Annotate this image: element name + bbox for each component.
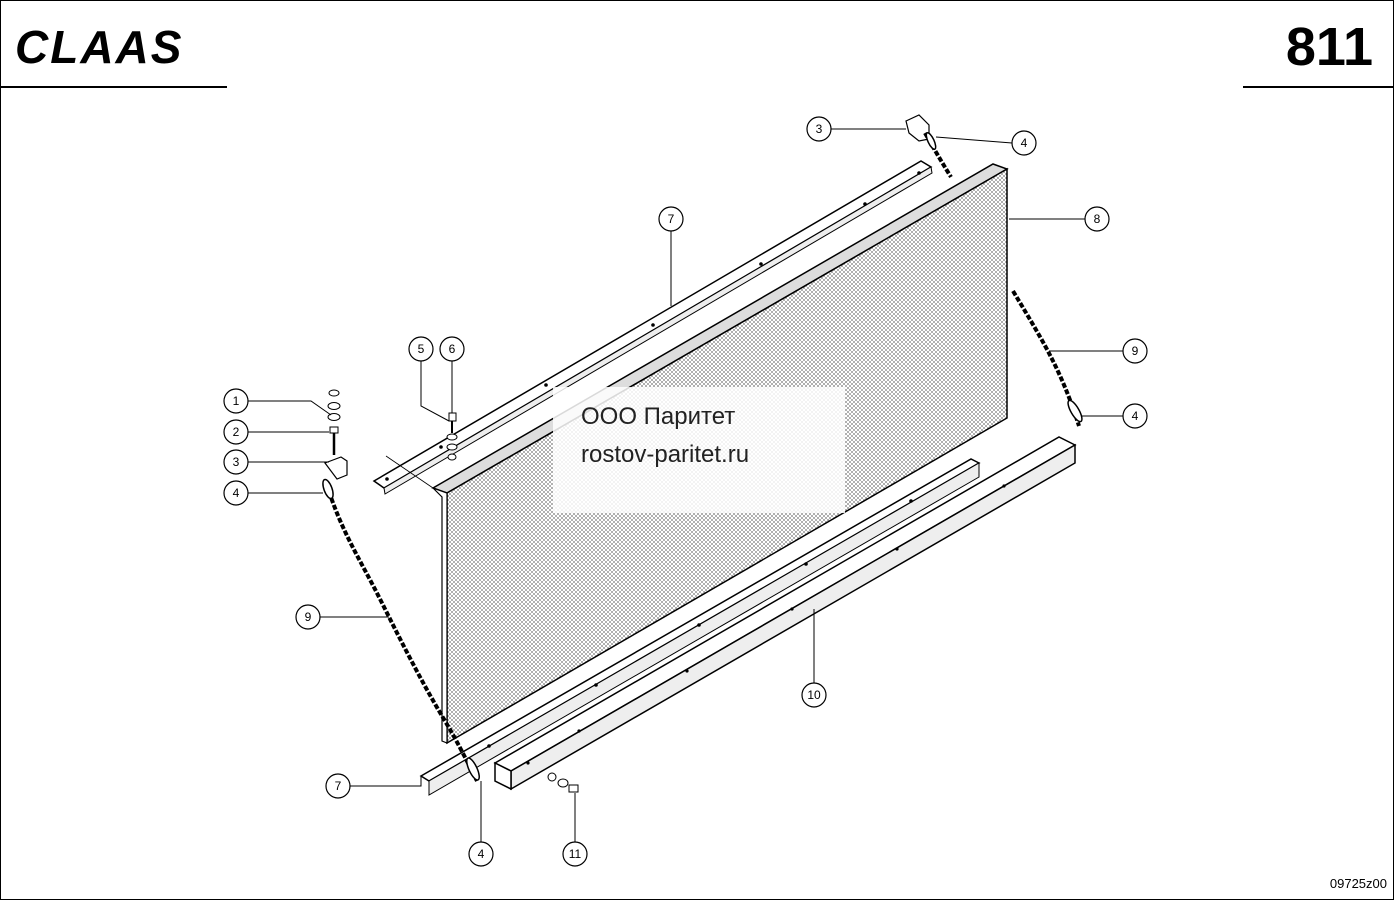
svg-text:10: 10: [807, 688, 821, 702]
svg-text:5: 5: [418, 342, 425, 356]
shackle-bottom: [466, 757, 480, 781]
watermark-website: rostov-paritet.ru: [581, 441, 750, 468]
callout-6[interactable]: 6: [439, 336, 465, 362]
svg-text:4: 4: [233, 486, 240, 500]
svg-text:7: 7: [668, 212, 675, 226]
callout-2[interactable]: 2: [223, 419, 249, 445]
callout-5[interactable]: 5: [408, 336, 434, 362]
upper-mounting-strip: [372, 160, 933, 495]
callout-8[interactable]: 8: [1084, 206, 1110, 232]
watermark-box: ООО Паритет rostov-paritet.ru: [553, 387, 845, 513]
callout-7-top[interactable]: 7: [658, 206, 684, 232]
shackle-right: [1067, 399, 1083, 423]
lower-frame-bar: [493, 436, 1077, 791]
svg-text:3: 3: [233, 455, 240, 469]
drawing-code: 09725z00: [1329, 876, 1387, 891]
svg-text:9: 9: [305, 610, 312, 624]
claas-logo: CLAAS: [11, 21, 241, 71]
callout-3-left[interactable]: 3: [223, 449, 249, 475]
lower-mounting-strip: [419, 458, 981, 796]
callout-9-right[interactable]: 9: [1122, 338, 1148, 364]
svg-text:4: 4: [1132, 409, 1139, 423]
watermark-company: ООО Паритет: [581, 403, 736, 430]
svg-text:3: 3: [816, 122, 823, 136]
page-number: 811: [1285, 17, 1373, 77]
callout-9-left[interactable]: 9: [295, 604, 321, 630]
svg-text:4: 4: [478, 847, 485, 861]
callout-4-left[interactable]: 4: [223, 480, 249, 506]
chain-left: [325, 484, 479, 782]
svg-text:6: 6: [449, 342, 456, 356]
svg-text:1: 1: [233, 394, 240, 408]
left-hardware-stack: [324, 389, 348, 480]
svg-text:7: 7: [335, 779, 342, 793]
callout-7-bottom[interactable]: 7: [325, 773, 351, 799]
svg-text:9: 9: [1132, 344, 1139, 358]
center-hardware-stack: [446, 412, 458, 461]
svg-text:8: 8: [1094, 212, 1101, 226]
shackle-left: [322, 478, 334, 500]
shackle-top: [925, 131, 937, 151]
claas-logo-mark: CLAAS: [15, 21, 183, 71]
screen-panel-side-flange: [432, 487, 448, 744]
svg-text:2: 2: [233, 425, 240, 439]
callout-4-top[interactable]: 4: [1011, 130, 1037, 156]
header-rule-left: [1, 86, 227, 88]
callout-10[interactable]: 10: [801, 682, 827, 708]
bottom-hardware: [547, 772, 579, 793]
callout-11[interactable]: 11: [562, 841, 588, 867]
svg-text:4: 4: [1021, 136, 1028, 150]
svg-text:11: 11: [569, 847, 582, 861]
callout-1[interactable]: 1: [223, 388, 249, 414]
header-rule-right: [1243, 86, 1394, 88]
callout-4-bottom[interactable]: 4: [468, 841, 494, 867]
callout-3-top[interactable]: 3: [806, 116, 832, 142]
brand-wordmark: CLAAS: [15, 21, 183, 71]
leader-lines: [248, 128, 1123, 842]
callout-4-right[interactable]: 4: [1122, 403, 1148, 429]
